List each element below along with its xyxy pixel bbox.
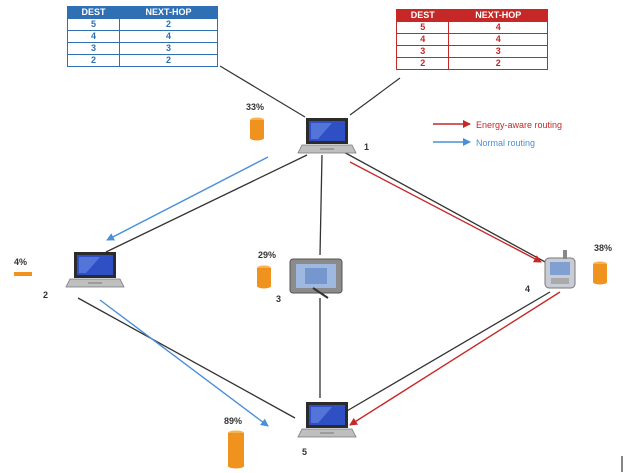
link-1-3 [319,154,323,256]
link-1-2 [105,154,308,253]
node-5-label: 5 [302,447,307,457]
table-header-row: DEST NEXT-HOP [395,9,548,22]
dest-cell: 2 [66,54,121,67]
next-hop-cell: 2 [448,57,548,70]
pda-icon [544,250,576,289]
normal-legend-label: Normal routing [476,138,535,148]
dest-cell: 2 [395,57,450,70]
energy-route-arrow-1-4 [349,161,542,263]
table-row: 2 2 [395,57,548,70]
node-2: 2 4% [14,251,125,300]
table-header-row: DEST NEXT-HOP [66,6,218,19]
node-1: 1 33% [246,102,369,154]
node-2-label: 2 [43,290,48,300]
monitor-icon [289,258,343,299]
battery-icon [593,261,607,285]
normal-route-arrow-1-2 [106,156,269,241]
energy-legend-label: Energy-aware routing [476,120,562,130]
legend: Energy-aware routing Normal routing [433,120,562,148]
node-3-label: 3 [276,294,281,304]
table-row: 4 4 [66,30,218,43]
link-1-4 [339,149,548,264]
normal-route-arrow-2-5 [99,299,269,427]
links [77,149,551,419]
battery-icon [14,272,32,276]
node-3-battery-text: 29% [258,250,276,260]
node-2-battery-text: 4% [14,257,27,267]
node-4: 4 38% [525,243,612,294]
battery-icon [257,265,271,289]
next-hop-cell: 2 [119,54,218,67]
table-row: 2 2 [66,54,218,67]
table-connector-line [219,65,306,118]
node-5: 5 89% [224,401,357,469]
node-5-battery-text: 89% [224,416,242,426]
next-hop-header: NEXT-HOP [448,9,548,22]
node-1-label: 1 [364,142,369,152]
node-3: 3 29% [257,250,343,304]
node-4-label: 4 [525,284,530,294]
laptop-icon [297,117,357,154]
link-4-5 [339,291,551,416]
routing-table-normal: DEST NEXT-HOP 5 2 4 4 3 3 2 2 [66,6,218,67]
link-2-5 [77,297,296,419]
battery-icon [250,117,264,141]
next-hop-header: NEXT-HOP [119,6,218,19]
battery-icon [228,430,244,469]
routing-table-energy: DEST NEXT-HOP 5 4 4 4 3 3 2 2 [395,9,548,70]
laptop-icon [297,401,357,438]
table-connector-line [349,77,401,116]
node-4-battery-text: 38% [594,243,612,253]
laptop-icon [65,251,125,288]
node-1-battery-text: 33% [246,102,264,112]
energy-route-arrow-4-5 [349,291,561,426]
